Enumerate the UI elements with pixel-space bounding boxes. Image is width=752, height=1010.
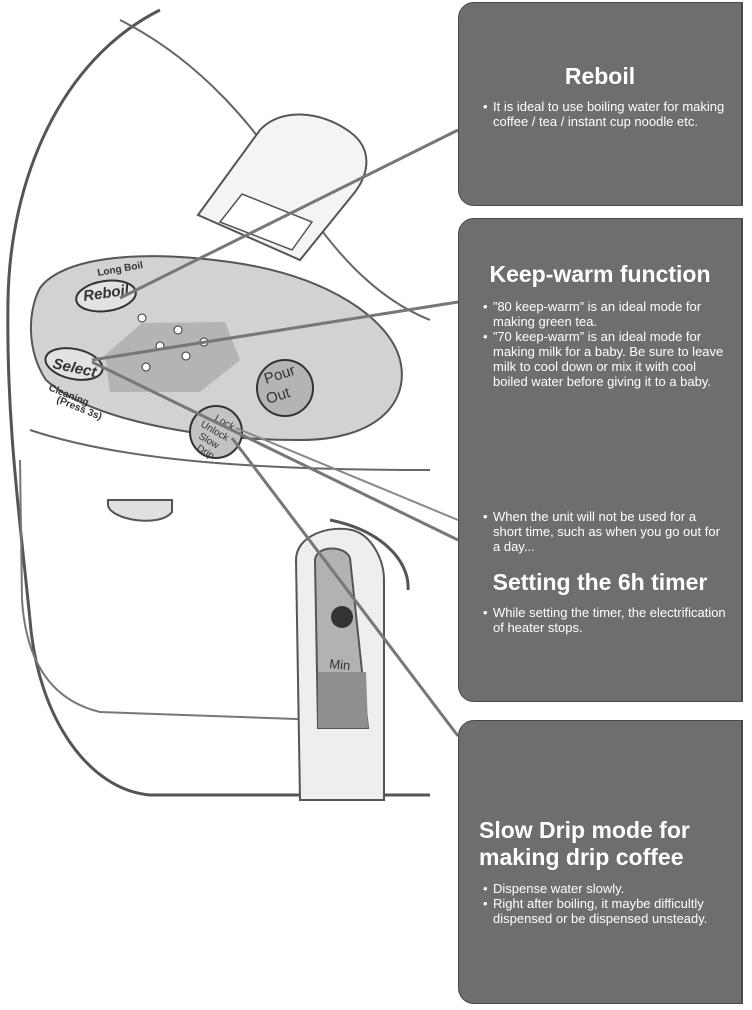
reboil-led bbox=[137, 313, 147, 323]
list-item: Dispense water slowly. bbox=[483, 881, 727, 896]
leader-line-timer bbox=[91, 360, 459, 542]
reboil-panel-list: It is ideal to use boiling water for mak… bbox=[459, 99, 741, 129]
boiler-shoulder bbox=[29, 429, 431, 471]
timer-panel-title: Setting the 6h timer bbox=[492, 569, 708, 595]
reboil-panel-title: Reboil bbox=[564, 63, 636, 89]
timer-panel-list: While setting the timer, the electrifica… bbox=[459, 605, 741, 635]
lock-slow-drip-button[interactable] bbox=[189, 405, 243, 459]
boiler-body-outline bbox=[6, 8, 430, 797]
leader-line-reboil bbox=[119, 128, 459, 300]
lid-handle-window bbox=[218, 193, 314, 251]
keep-warm-led bbox=[181, 351, 191, 361]
select-button[interactable] bbox=[43, 343, 106, 384]
pour-out-button[interactable] bbox=[256, 359, 314, 417]
slow-drip-panel-list: Dispense water slowly. Right after boili… bbox=[459, 881, 741, 926]
list-item: ”70 keep-warm” is an ideal mode for maki… bbox=[483, 329, 727, 389]
reboil-button-label: Reboil bbox=[82, 282, 131, 305]
keep-warm-panel-list: ”80 keep-warm” is an ideal mode for maki… bbox=[459, 299, 741, 389]
boiler-side-curve bbox=[329, 518, 410, 591]
spout-nub bbox=[107, 499, 173, 522]
list-item: When the unit will not be used for a sho… bbox=[483, 509, 727, 554]
boiler-body-inner bbox=[19, 459, 381, 723]
slow-drip-panel: Slow Drip mode for making drip coffee Di… bbox=[458, 720, 742, 1004]
list-item: ”80 keep-warm” is an ideal mode for maki… bbox=[483, 299, 727, 329]
keep-warm-panel: Keep-warm function ”80 keep-warm” is an … bbox=[458, 218, 742, 702]
leader-line-lock bbox=[235, 427, 459, 521]
list-item: Right after boiling, it maybe difficultl… bbox=[483, 896, 727, 926]
keep-warm-led bbox=[141, 362, 151, 372]
leader-line-slow-drip bbox=[230, 437, 460, 737]
keep-warm-led bbox=[173, 325, 183, 335]
slow-drip-panel-title: Slow Drip mode for making drip coffee bbox=[479, 817, 690, 870]
list-item: It is ideal to use boiling water for mak… bbox=[483, 99, 727, 129]
leader-line-keep-warm bbox=[91, 300, 459, 362]
gauge-float-indicator bbox=[331, 606, 353, 628]
water-gauge-fill bbox=[318, 672, 368, 728]
keep-warm-panel-title: Keep-warm function bbox=[489, 261, 711, 287]
out-label: Out bbox=[264, 384, 293, 408]
timer-intro-list: When the unit will not be used for a sho… bbox=[459, 509, 741, 554]
gauge-min-label: Min bbox=[329, 656, 351, 673]
list-item: While setting the timer, the electrifica… bbox=[483, 605, 727, 635]
reboil-panel: Reboil It is ideal to use boiling water … bbox=[458, 2, 742, 206]
